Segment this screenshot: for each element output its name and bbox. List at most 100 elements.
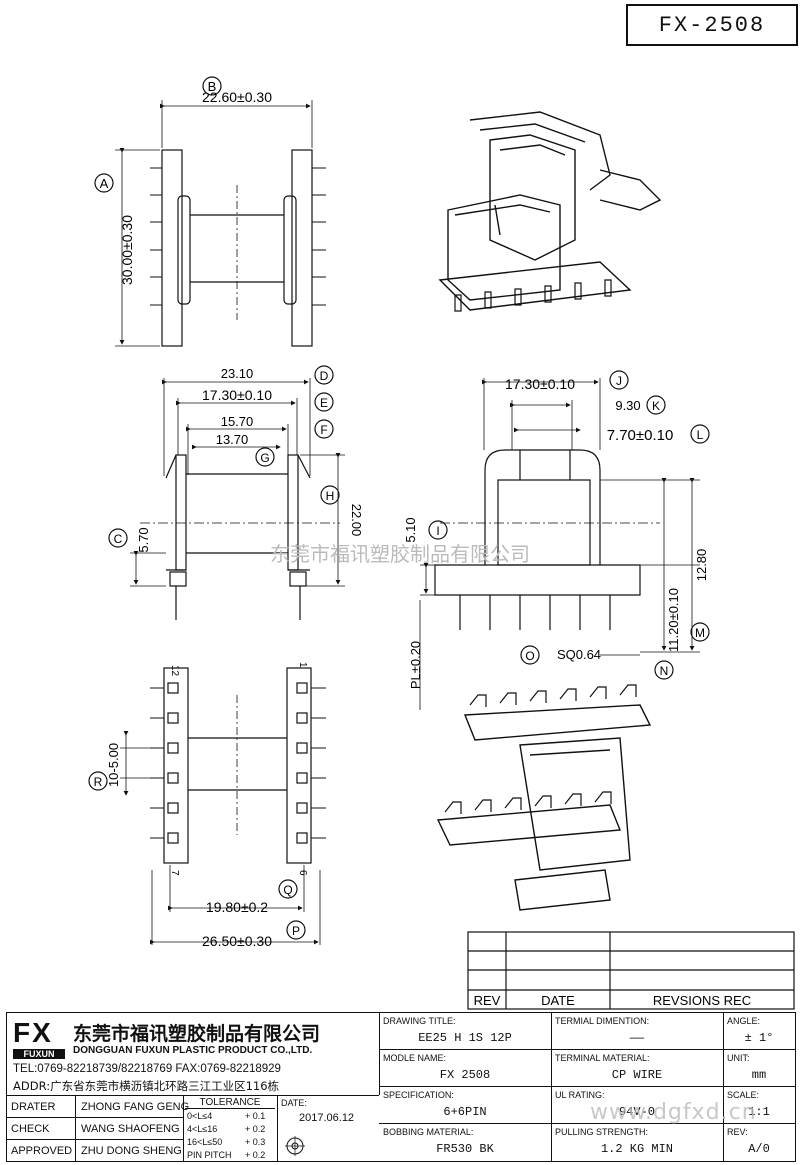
company-name-en: DONGGUAN FUXUN PLASTIC PRODUCT CO.,LTD. xyxy=(73,1045,313,1056)
approval-block: DRATER ZHONG FANG GENG CHECK WANG SHAOFE… xyxy=(7,1095,379,1162)
ul-value: 94V-0 xyxy=(618,1105,655,1119)
rev-value: A/0 xyxy=(748,1142,770,1156)
marker-k: K xyxy=(652,399,660,413)
drawing-title-label: DRAWING TITLE: xyxy=(383,1016,456,1026)
approval-name-1: ZHONG FANG GENG xyxy=(81,1101,190,1113)
approval-role-1: DRATER xyxy=(11,1101,56,1113)
side-view xyxy=(419,370,710,710)
bobbin-material-label: BOBBING MATERIAL: xyxy=(383,1127,474,1137)
pin-label-7: 7 xyxy=(169,870,180,876)
front-dim-5: 22.00 xyxy=(349,504,364,537)
pulling-value: 1.2 KG MIN xyxy=(600,1142,673,1156)
watermark-url: www.dgfxd.cn xyxy=(590,1100,757,1125)
model-title: FX-2508 xyxy=(626,4,798,46)
marker-d: D xyxy=(320,369,329,383)
terminal-dimention-label: TERMIAL DIMENTION: xyxy=(555,1016,650,1026)
marker-a: A xyxy=(100,176,109,191)
ul-label: UL RATING: xyxy=(555,1090,605,1100)
side-dim-1: 17.30±0.10 xyxy=(505,376,575,392)
spec-label: SPECIFICATION: xyxy=(383,1090,454,1100)
terminal-material-label: TERMINAL MATERIAL: xyxy=(555,1053,650,1063)
bottom-dim-2: 19.80±0.2 xyxy=(206,899,268,915)
terminal-dimention-value: —— xyxy=(629,1031,645,1045)
marker-i: I xyxy=(436,524,439,538)
company-logo: FX xyxy=(13,1017,53,1048)
side-dim-7: PL±0.20 xyxy=(408,641,423,689)
company-logo-sub: FUXUN xyxy=(13,1049,65,1059)
scale-label: SCALE: xyxy=(727,1090,760,1100)
title-block: FX FUXUN 东莞市福讯塑胶制品有限公司 DONGGUAN FUXUN PL… xyxy=(6,1012,796,1162)
marker-q: Q xyxy=(283,883,292,897)
bottom-dim-1: 10-5.00 xyxy=(106,743,121,787)
front-view xyxy=(108,365,345,620)
company-block: FX FUXUN 东莞市福讯塑胶制品有限公司 DONGGUAN FUXUN PL… xyxy=(7,1013,380,1095)
tolerance-header: TOLERANCE xyxy=(185,1097,275,1109)
bottom-dim-3: 26.50±0.30 xyxy=(202,933,272,949)
tolerance-range-1: 0<L≤4 xyxy=(187,1111,213,1121)
company-name-cn: 东莞市福讯塑胶制品有限公司 xyxy=(73,1023,321,1045)
rev-header-date: DATE xyxy=(541,993,575,1008)
marker-b: B xyxy=(208,79,217,94)
side-dim-4: 5.10 xyxy=(403,517,418,542)
pin-label-6: 6 xyxy=(297,870,308,876)
marker-m: M xyxy=(695,626,705,640)
approval-role-3: APPROVED xyxy=(11,1145,73,1157)
marker-r: R xyxy=(94,775,103,789)
marker-j: J xyxy=(616,374,622,388)
front-dim-4: 13.70 xyxy=(216,432,249,447)
tolerance-value-2: + 0.2 xyxy=(245,1124,266,1134)
unit-label: UNIT: xyxy=(727,1053,750,1063)
approval-name-2: WANG SHAOFENG xyxy=(81,1123,180,1135)
unit-value: mm xyxy=(751,1068,767,1082)
technical-drawing: B A 22.60±0.30 30.00±0.30 xyxy=(88,76,795,1010)
tolerance-value-4: + 0.2 xyxy=(245,1150,266,1160)
company-tel: TEL:0769-82218739/82218769 FAX:0769-8221… xyxy=(13,1063,281,1075)
iso-view-bottom xyxy=(436,684,652,911)
model-name-label: MODLE NAME: xyxy=(383,1053,447,1063)
marker-h: H xyxy=(326,489,335,503)
marker-g: G xyxy=(260,451,269,465)
revision-table xyxy=(467,931,795,1010)
side-dim-2: 9.30 xyxy=(615,398,640,413)
drawing-title-value: EE25 H 1S 12P xyxy=(418,1031,512,1045)
iso-view-top xyxy=(438,111,662,312)
spec-value: 6+6PIN xyxy=(443,1105,487,1119)
date-value: 2017.06.12 xyxy=(299,1112,355,1124)
dim-b: 22.60±0.30 xyxy=(202,89,272,105)
terminal-material-value: CP WIRE xyxy=(611,1068,663,1082)
angle-value: ± 1° xyxy=(744,1031,774,1045)
date-label: DATE: xyxy=(281,1098,307,1108)
side-dim-5: 11.20±0.10 xyxy=(666,588,681,652)
marker-f: F xyxy=(320,423,327,437)
front-dim-2: 17.30±0.10 xyxy=(202,387,272,403)
side-dim-6: 12.80 xyxy=(694,549,709,582)
marker-o: O xyxy=(525,649,534,663)
front-dim-3: 15.70 xyxy=(221,414,254,429)
marker-l: L xyxy=(697,428,704,442)
front-dim-6: 5.70 xyxy=(136,527,151,552)
front-dim-1: 23.10 xyxy=(221,366,254,381)
spec-grid: DRAWING TITLE: EE25 H 1S 12P TERMIAL DIM… xyxy=(379,1013,795,1161)
tolerance-range-2: 4<L≤16 xyxy=(187,1124,218,1134)
rev-label: REV: xyxy=(727,1127,748,1137)
watermark-company: 东莞市福讯塑胶制品有限公司 xyxy=(270,543,530,566)
bottom-view xyxy=(88,667,326,945)
tolerance-value-3: + 0.3 xyxy=(245,1137,266,1147)
side-dim-3: 7.70±0.10 xyxy=(607,427,674,444)
tolerance-range-3: 16<L≤50 xyxy=(187,1137,223,1147)
marker-e: E xyxy=(320,396,328,410)
top-view xyxy=(94,76,326,347)
tolerance-value-1: + 0.1 xyxy=(245,1111,266,1121)
side-dim-8: SQ0.64 xyxy=(557,647,601,662)
marker-p: P xyxy=(292,924,300,938)
scale-value: 1:1 xyxy=(748,1105,770,1119)
bobbin-material-value: FR530 BK xyxy=(436,1142,494,1156)
marker-c: C xyxy=(114,532,123,546)
model-name-value: FX 2508 xyxy=(439,1068,491,1082)
dim-a: 30.00±0.30 xyxy=(119,215,135,285)
rev-header-rec: REVSIONS REC xyxy=(653,993,751,1008)
angle-label: ANGLE: xyxy=(727,1016,761,1026)
projection-symbol-icon xyxy=(285,1136,305,1156)
approval-name-3: ZHU DONG SHENG xyxy=(81,1145,182,1157)
marker-n: N xyxy=(660,664,669,678)
